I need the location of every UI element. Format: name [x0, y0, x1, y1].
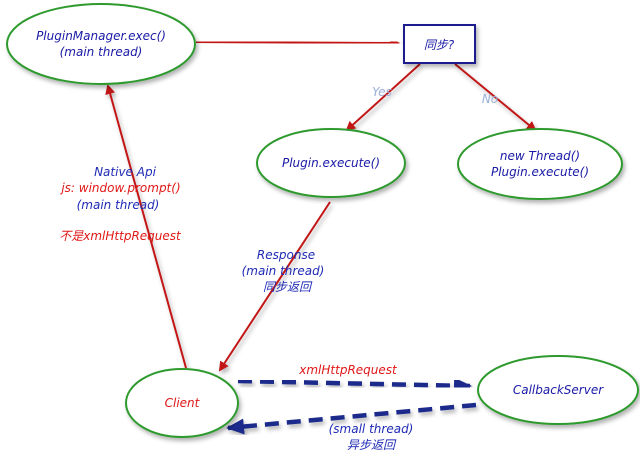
callback-server-label: CallbackServer: [513, 383, 604, 397]
new-thread-label: new Thread(): [500, 149, 580, 163]
async-return-annotation: (small thread) 异步返回: [329, 422, 414, 452]
no-branch-label: No: [482, 92, 498, 106]
edge-sync-yes: [345, 63, 421, 132]
response-thread-label: (main thread): [242, 264, 325, 278]
node-plugin-execute: Plugin.execute(): [256, 128, 406, 198]
sync-return-label: 同步返回: [263, 280, 313, 294]
edge-client-to-callback: [237, 377, 472, 394]
plugin-manager-thread-label: (main thread): [60, 45, 143, 59]
window-prompt-label: js: window.prompt(): [59, 181, 180, 195]
node-new-thread: new Thread() Plugin.execute(): [457, 128, 623, 200]
edge-exec-to-sync: [195, 37, 400, 48]
sync-decision-label: 同步?: [424, 38, 455, 52]
edge-client-to-exec: [105, 84, 187, 369]
native-api-thread-label: (main thread): [77, 198, 160, 212]
node-callback-server: CallbackServer: [477, 355, 639, 425]
response-label: Response: [257, 248, 315, 262]
native-api-label: Native Api: [94, 165, 156, 179]
node-plugin-manager-exec: PluginManager.exec() (main thread): [6, 3, 196, 85]
new-thread-execute-label: Plugin.execute(): [491, 165, 589, 179]
small-thread-label: (small thread): [329, 422, 414, 436]
node-sync-decision: 同步?: [403, 24, 476, 64]
not-xmlhttprequest-label: 不是xmlHttpRequest: [59, 229, 182, 243]
native-api-annotation: Native Api js: window.prompt() (main thr…: [59, 165, 182, 243]
response-annotation: Response (main thread) 同步返回: [242, 248, 325, 294]
async-return-label: 异步返回: [347, 438, 397, 452]
edge-callback-to-client: [226, 402, 477, 435]
client-label: Client: [165, 396, 201, 410]
edge-sync-no: [454, 63, 537, 132]
edge-execute-to-client: [218, 201, 331, 372]
plugin-execute-label: Plugin.execute(): [282, 156, 380, 170]
yes-branch-label: Yes: [372, 85, 392, 99]
plugin-manager-exec-label: PluginManager.exec(): [36, 29, 166, 43]
node-client: Client: [125, 368, 239, 438]
xmlhttprequest-label: xmlHttpRequest: [298, 363, 398, 377]
